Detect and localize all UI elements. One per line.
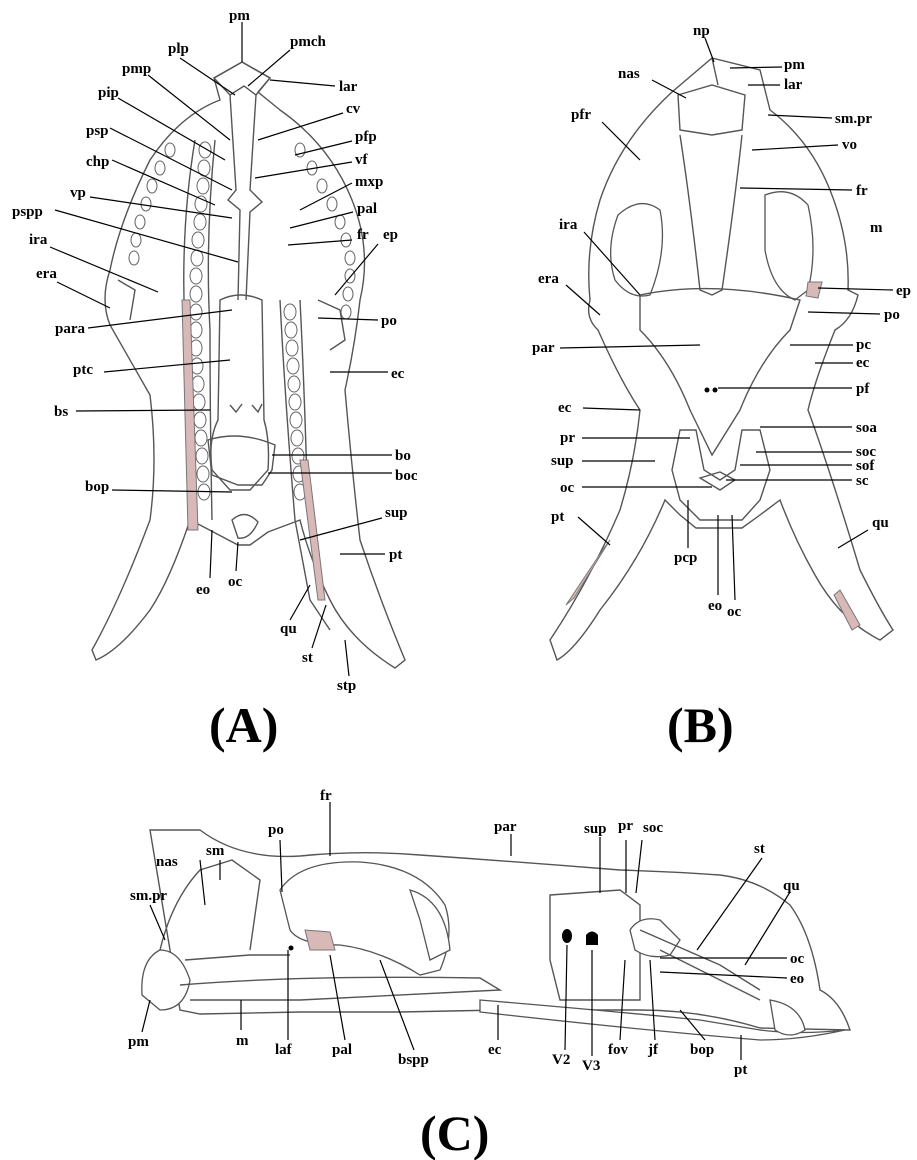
label-c-v3: V3 (582, 1058, 600, 1074)
label-a-pip: pip (98, 85, 119, 101)
label-a-ptc: ptc (73, 362, 93, 378)
label-a-bop: bop (85, 479, 109, 495)
label-a-pt: pt (389, 547, 402, 563)
label-c-bspp: bspp (398, 1052, 429, 1068)
label-c-par: par (494, 819, 517, 835)
label-a-po: po (381, 313, 397, 329)
label-b-pt: pt (551, 509, 564, 525)
label-b-sup: sup (551, 453, 574, 469)
panel-b-labels: np pm nas lar sm.pr pfr vo fr m ira ep e… (532, 23, 911, 753)
label-c-sm: sm (206, 843, 225, 859)
label-b-ec-2: ec (558, 400, 572, 416)
label-c-eo: eo (790, 971, 804, 987)
panel-c-caption: (C) (420, 1105, 489, 1160)
label-c-sm-pr: sm.pr (130, 888, 167, 904)
label-a-lar: lar (339, 79, 358, 95)
label-c-v2: V2 (552, 1052, 570, 1068)
label-a-chp: chp (86, 154, 109, 170)
label-b-po: po (884, 307, 900, 323)
label-a-ec: ec (391, 366, 405, 382)
label-a-psp: psp (86, 123, 109, 139)
label-c-fr: fr (320, 788, 332, 804)
label-a-vf: vf (355, 152, 369, 168)
label-a-pm: pm (229, 8, 250, 24)
label-b-qu: qu (872, 515, 889, 531)
panel-c-labels: fr par sup pr soc po sm nas st sm.pr qu … (128, 788, 805, 1160)
label-a-pmch: pmch (290, 34, 326, 50)
label-b-pfr: pfr (571, 107, 591, 123)
label-b-era: era (538, 271, 559, 287)
label-b-pm: pm (784, 57, 805, 73)
label-a-plp: plp (168, 41, 189, 57)
label-b-par: par (532, 340, 555, 356)
label-c-soc: soc (643, 820, 663, 836)
label-a-stp: stp (337, 678, 356, 694)
label-a-pfp: pfp (355, 129, 377, 145)
label-c-oc: oc (790, 951, 805, 967)
label-a-ep: ep (383, 227, 398, 243)
label-b-pc: pc (856, 337, 871, 353)
label-a-mxp: mxp (355, 174, 383, 190)
label-b-ep: ep (896, 283, 911, 299)
label-a-vp: vp (70, 185, 86, 201)
label-b-lar: lar (784, 77, 803, 93)
label-b-ec: ec (856, 355, 870, 371)
panel-b-caption: (B) (667, 697, 734, 753)
label-b-np: np (693, 23, 710, 39)
label-c-pt: pt (734, 1062, 747, 1078)
label-b-soa: soa (856, 420, 877, 436)
label-a-ira: ira (29, 232, 48, 248)
label-a-era: era (36, 266, 57, 282)
label-a-fr: fr (357, 227, 369, 243)
label-a-bs: bs (54, 404, 68, 420)
label-a-oc: oc (228, 574, 243, 590)
label-c-jf: jf (647, 1042, 659, 1058)
label-c-pm: pm (128, 1034, 149, 1050)
label-c-sup: sup (584, 821, 607, 837)
label-c-st: st (754, 841, 765, 857)
label-a-pspp: pspp (12, 204, 43, 220)
label-c-pr: pr (618, 818, 633, 834)
label-c-nas: nas (156, 854, 178, 870)
label-a-pmp: pmp (122, 61, 151, 77)
label-a-pal: pal (357, 201, 377, 217)
label-c-laf: laf (275, 1042, 293, 1058)
label-c-ec: ec (488, 1042, 502, 1058)
label-a-st: st (302, 650, 313, 666)
label-b-oc-2: oc (727, 604, 742, 620)
panel-c-drawing (142, 830, 850, 1040)
label-c-po: po (268, 822, 284, 838)
label-c-bop: bop (690, 1042, 714, 1058)
panel-a-caption: (A) (209, 697, 278, 753)
label-b-sc: sc (856, 473, 869, 489)
label-a-bo: bo (395, 448, 411, 464)
label-c-qu: qu (783, 878, 800, 894)
label-a-qu: qu (280, 621, 297, 637)
label-c-m: m (236, 1033, 249, 1049)
label-b-pcp: pcp (674, 550, 697, 566)
label-b-nas: nas (618, 66, 640, 82)
label-c-pal: pal (332, 1042, 352, 1058)
label-a-cv: cv (346, 101, 361, 117)
label-b-sm-pr: sm.pr (835, 111, 872, 127)
label-b-eo: eo (708, 598, 722, 614)
label-a-eo: eo (196, 582, 210, 598)
label-a-para: para (55, 321, 86, 337)
label-c-fov: fov (608, 1042, 628, 1058)
label-b-sof: sof (856, 458, 875, 474)
label-a-sup: sup (385, 505, 408, 521)
label-a-boc: boc (395, 468, 418, 484)
label-b-fr: fr (856, 183, 868, 199)
label-b-pf: pf (856, 381, 870, 397)
label-b-m: m (870, 220, 883, 236)
label-b-ira: ira (559, 217, 578, 233)
label-b-oc: oc (560, 480, 575, 496)
label-b-vo: vo (842, 137, 857, 153)
panel-a-labels: pm pmch plp lar pmp pip cv psp pfp vf ch… (12, 8, 418, 753)
label-b-pr: pr (560, 430, 575, 446)
